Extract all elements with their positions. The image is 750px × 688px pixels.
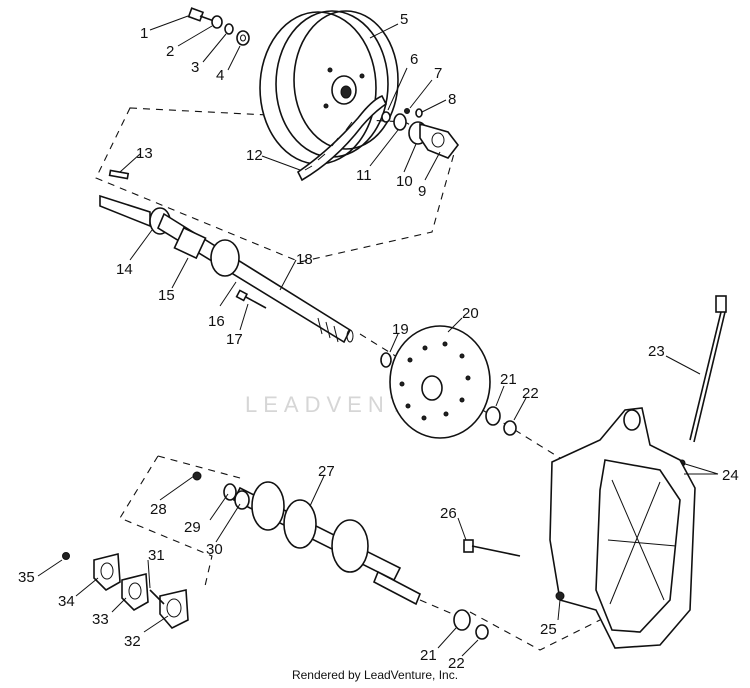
callout-12: 12	[246, 147, 263, 164]
lock-washer-part	[224, 23, 234, 35]
plug-28-part	[192, 471, 202, 481]
callout-5: 5	[400, 11, 408, 28]
gasket-33-part	[121, 572, 149, 611]
o-ring-22-part	[503, 420, 517, 436]
bolt-31-part	[149, 589, 165, 605]
footer-credit: Rendered by LeadVenture, Inc.	[291, 668, 459, 682]
callout-labels: 1 2 3 4 5 6 7 8 9 10 11 12 13 14 15 16 1…	[18, 11, 739, 672]
callout-6: 6	[410, 51, 418, 68]
flange-32-part	[159, 589, 189, 629]
assembly-line-2	[469, 611, 601, 651]
brake-disc-part	[389, 325, 491, 439]
callout-17: 17	[226, 331, 243, 348]
spacer-part	[236, 30, 250, 46]
pin-part	[243, 295, 267, 309]
callout-22-lower: 22	[448, 655, 465, 672]
nut-part	[404, 108, 410, 114]
callout-35: 35	[18, 569, 35, 586]
callout-10: 10	[396, 173, 413, 190]
callout-2: 2	[166, 43, 174, 60]
bolt-25-part	[555, 591, 565, 601]
chaincase-housing-part	[549, 407, 696, 649]
callout-23: 23	[648, 343, 665, 360]
washer-part	[211, 15, 223, 29]
leader-lines	[37, 15, 719, 657]
flange-34-part	[93, 552, 121, 591]
jackshaft-part	[99, 194, 354, 344]
callout-11: 11	[356, 167, 372, 184]
callout-27: 27	[318, 463, 335, 480]
washer-8-part	[415, 108, 423, 118]
bearing-21-part	[485, 406, 501, 426]
callout-21: 21	[500, 371, 517, 388]
callout-31: 31	[148, 547, 165, 564]
callout-14: 14	[116, 261, 133, 278]
nut-35-part	[62, 552, 70, 560]
drive-axle-part	[232, 481, 422, 606]
assembly-line-3	[419, 599, 456, 616]
snap-ring-part	[380, 352, 392, 368]
callout-7: 7	[434, 65, 442, 82]
callout-26: 26	[440, 505, 457, 522]
callout-4: 4	[216, 67, 224, 84]
callout-13: 13	[136, 145, 153, 162]
bolt-part	[187, 7, 215, 22]
callout-21-lower: 21	[420, 647, 437, 664]
callout-33: 33	[92, 611, 109, 628]
key-part	[108, 169, 130, 180]
callout-24: 24	[722, 467, 739, 484]
callout-18: 18	[296, 251, 313, 268]
o-ring-22-lower-part	[475, 624, 489, 640]
dipstick-part	[689, 295, 727, 443]
callout-19: 19	[392, 321, 409, 338]
callout-3: 3	[191, 59, 199, 76]
callout-20: 20	[462, 305, 479, 322]
callout-9: 9	[418, 183, 426, 200]
callout-15: 15	[158, 287, 175, 304]
callout-32: 32	[124, 633, 141, 650]
group-outline-lower	[119, 455, 241, 587]
small-washer-part	[381, 111, 391, 123]
callout-22: 22	[522, 385, 539, 402]
callout-1: 1	[140, 25, 148, 42]
chain-part	[296, 94, 388, 182]
callout-16: 16	[208, 313, 225, 330]
callout-34: 34	[58, 593, 75, 610]
bearing-21-lower-part	[453, 609, 471, 631]
bearing-part	[393, 113, 407, 131]
bearing-flange-part	[419, 122, 460, 159]
callout-28: 28	[150, 501, 167, 518]
bolt-26-part	[463, 539, 521, 557]
callout-29: 29	[184, 519, 201, 536]
callout-30: 30	[206, 541, 223, 558]
bearing-30-part	[234, 490, 250, 510]
callout-8: 8	[448, 91, 456, 108]
callout-25: 25	[540, 621, 557, 638]
